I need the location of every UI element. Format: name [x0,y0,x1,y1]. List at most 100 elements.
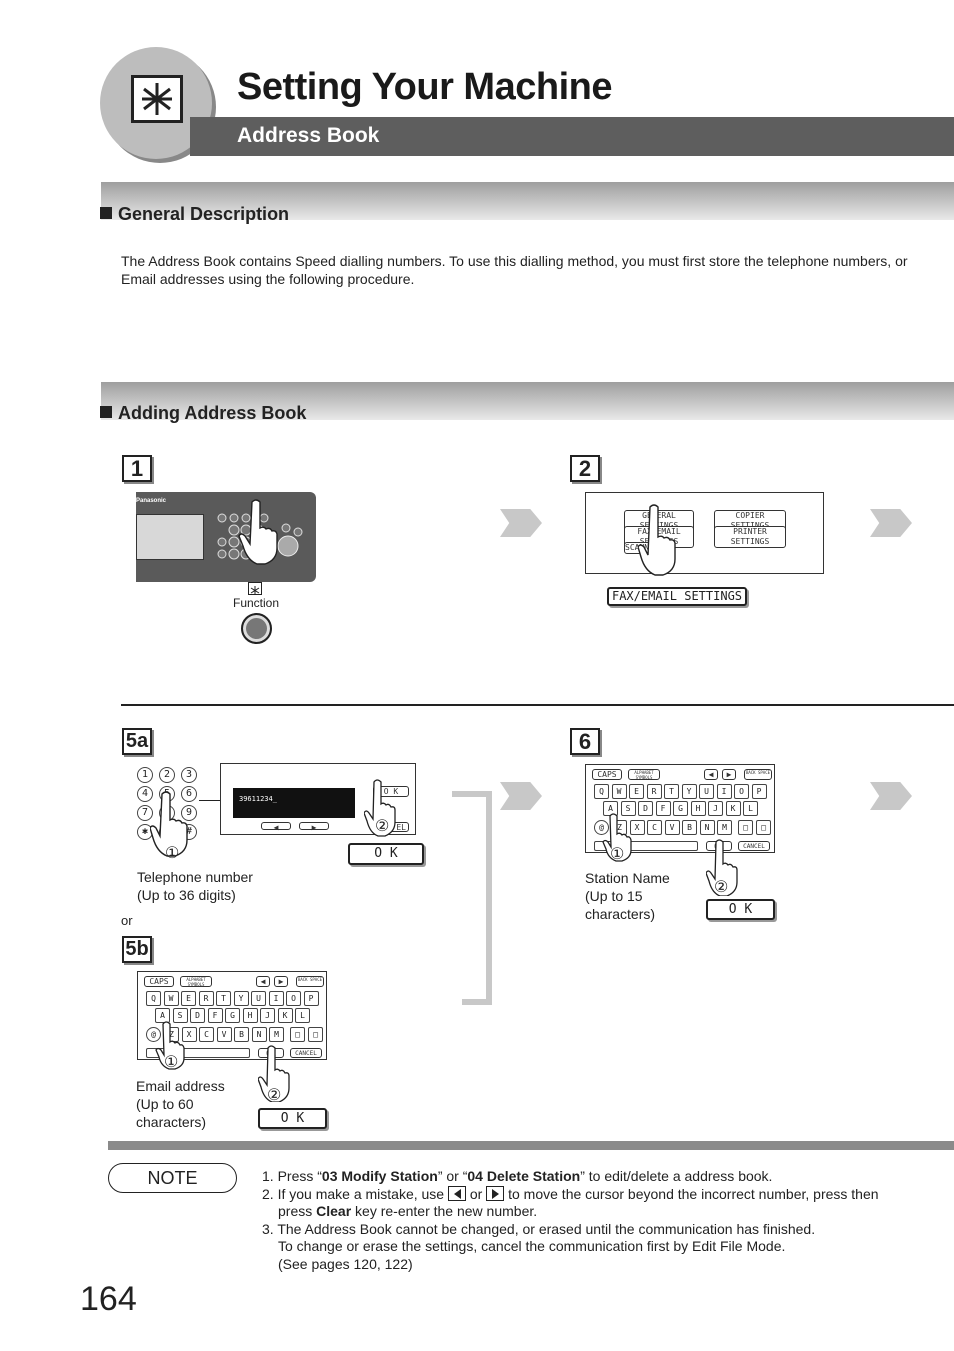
email-caption-2: (Up to 60 [136,1096,194,1112]
fax-email-settings-button[interactable]: FAX/EMAIL SETTINGS [607,587,747,606]
keyboard-key[interactable]: W [163,991,179,1006]
space-key[interactable]: □ [756,820,771,835]
keyboard-key[interactable]: X [629,820,645,835]
space-key[interactable]: □ [738,820,753,835]
keyboard-key[interactable]: Y [681,784,697,799]
keyboard-key[interactable]: P [303,991,319,1006]
keyboard-key[interactable]: S [172,1008,188,1023]
keyboard-key[interactable]: U [699,784,714,799]
menu-printer-settings[interactable]: PRINTER SETTINGS [714,526,786,548]
brand-label: Panasonic [136,498,167,504]
keyboard-key[interactable]: M [269,1027,284,1042]
cursor-right-button[interactable]: ▶ [299,822,329,832]
keyboard-key[interactable]: L [743,801,758,816]
note-text: to move the cursor beyond the incorrect … [508,1185,879,1202]
keyboard-key[interactable]: C [647,820,662,835]
keyboard-key[interactable]: V [664,820,680,835]
keyboard-key[interactable]: L [295,1008,310,1023]
keyboard-key[interactable]: K [277,1008,293,1023]
keyboard-key[interactable]: G [673,801,688,816]
keypad-key[interactable]: 3 [181,767,197,783]
keyboard-key[interactable]: B [682,820,697,835]
keyboard-key[interactable]: H [242,1008,258,1023]
keyboard-key[interactable]: Q [594,784,609,799]
section-heading-general: General Description [100,204,289,225]
keypad-key[interactable]: 9 [181,805,197,821]
at-key[interactable]: @ [594,820,609,835]
back-space-button[interactable]: BACK SPACE [296,976,324,987]
keyboard-key[interactable]: J [708,801,723,816]
caps-button[interactable]: CAPS [592,769,622,780]
keyboard-key[interactable]: Q [146,991,161,1006]
keyboard-key[interactable]: C [199,1027,214,1042]
keyboard-key[interactable]: A [155,1008,170,1023]
alphabet-symbols-button[interactable]: ALPHABET SYMBOLS [628,769,660,780]
or-label: or [121,913,133,928]
step-6-number: 6 [570,728,600,755]
keyboard-key[interactable]: W [611,784,627,799]
bracket-connector [486,791,492,1005]
caps-button[interactable]: CAPS [144,976,174,987]
page-number: 164 [80,1280,137,1318]
keyboard-key[interactable]: V [216,1027,232,1042]
keyboard-key[interactable]: G [225,1008,240,1023]
next-arrow-icon [500,509,542,537]
keypad-key[interactable]: 4 [137,786,153,802]
keyboard-key[interactable]: N [699,820,715,835]
ok-button[interactable]: O K [706,899,775,920]
keyboard-key[interactable]: O [734,784,749,799]
keyboard-key[interactable]: R [646,784,662,799]
at-key[interactable]: @ [146,1027,161,1042]
keyboard-key[interactable]: N [251,1027,267,1042]
keyboard-key[interactable]: I [268,991,284,1006]
keypad-key[interactable]: 2 [159,767,175,783]
keyboard-key[interactable]: E [629,784,644,799]
keyboard-key[interactable]: K [725,801,741,816]
keypad-key[interactable]: 1 [137,767,153,783]
control-panel-illustration: Panasonic [136,492,316,582]
keyboard-key[interactable]: S [620,801,636,816]
keyboard-key[interactable]: F [655,801,671,816]
keyboard-key[interactable]: D [638,801,653,816]
back-space-button[interactable]: BACK SPACE [744,769,772,780]
keyboard-key[interactable]: M [717,820,732,835]
keyboard-key[interactable]: J [260,1008,275,1023]
keyboard-key[interactable]: H [690,801,706,816]
keyboard-key[interactable]: E [181,991,196,1006]
keyboard-key[interactable]: Y [233,991,249,1006]
cursor-right-button[interactable]: ▶ [274,976,288,987]
keyboard-key[interactable]: X [181,1027,197,1042]
space-key[interactable]: □ [308,1027,323,1042]
number-display: 39611234_ [233,788,355,818]
keyboard-key[interactable]: U [251,991,266,1006]
keyboard-key[interactable]: P [751,784,767,799]
space-bar[interactable] [146,1048,250,1058]
ok-button[interactable]: O K [258,1108,327,1129]
keyboard-key[interactable]: D [190,1008,205,1023]
function-button[interactable] [241,613,272,644]
keyboard-key[interactable]: B [234,1027,249,1042]
ok-button[interactable]: O K [348,843,424,865]
keypad-key[interactable]: 7 [137,805,153,821]
keyboard-key[interactable]: T [216,991,231,1006]
note-text: ” or “ [437,1168,468,1184]
cursor-left-button[interactable]: ◀ [704,769,718,780]
note-bold: 04 Delete Station [467,1168,581,1184]
space-bar[interactable] [594,841,698,851]
section-heading-text: Adding Address Book [118,403,307,423]
alphabet-symbols-button[interactable]: ALPHABET SYMBOLS [180,976,212,987]
cancel-small-button[interactable]: CANCEL [290,1048,322,1058]
keyboard-key[interactable]: F [207,1008,223,1023]
keyboard-key[interactable]: O [286,991,301,1006]
keyboard-key[interactable]: T [664,784,679,799]
keyboard-key[interactable]: I [716,784,732,799]
settings-menu-screen: GENERAL SETTINGS COPIER SETTINGS FAX/EMA… [585,492,824,576]
keyboard-key[interactable]: R [198,991,214,1006]
cancel-small-button[interactable]: CANCEL [738,841,770,851]
cursor-left-button[interactable]: ◀ [256,976,270,987]
space-key[interactable]: □ [290,1027,305,1042]
keypad-key[interactable]: 6 [181,786,197,802]
cursor-left-button[interactable]: ◀ [261,822,291,832]
cursor-right-button[interactable]: ▶ [722,769,736,780]
